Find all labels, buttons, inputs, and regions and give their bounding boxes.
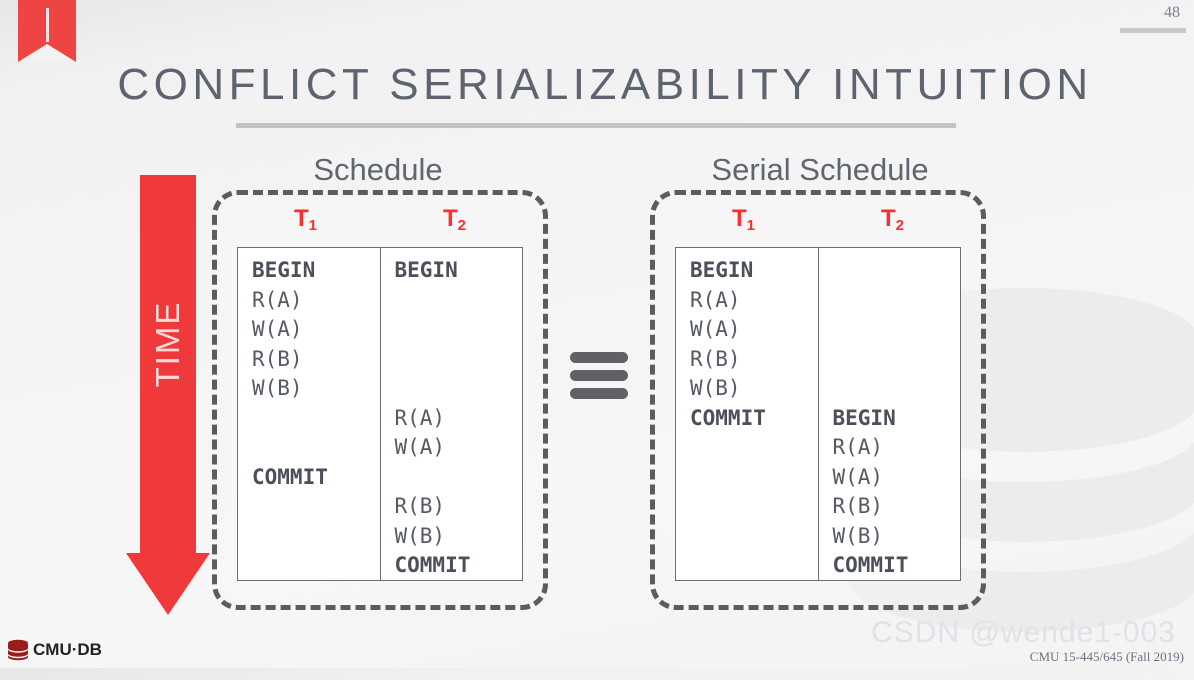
transaction-header-t1: T1 xyxy=(731,205,755,234)
transaction-header-t2: T2 xyxy=(880,205,904,234)
schedule-op-blank xyxy=(833,256,961,286)
ribbon-stripe xyxy=(46,8,49,42)
schedule-op-blank xyxy=(395,315,523,345)
schedule-op-blank xyxy=(252,522,380,552)
database-icon xyxy=(8,639,28,661)
schedule-op-blank xyxy=(690,492,818,522)
schedule-caption-left: Schedule xyxy=(313,152,443,187)
schedule-op: COMMIT xyxy=(394,553,471,577)
course-footer: CMU 15-445/645 (Fall 2019) xyxy=(1029,649,1184,664)
schedule-op-blank xyxy=(833,315,961,345)
schedule-op-blank xyxy=(252,404,380,434)
page-number: 48 xyxy=(1164,4,1180,21)
schedule-op: BEGIN xyxy=(252,258,316,282)
schedule-op-blank xyxy=(252,492,380,522)
schedule-op-blank xyxy=(833,286,961,316)
schedule-table-left: BEGIN R(A) W(A) R(B) W(B) COMMIT BEGIN R(A) W… xyxy=(237,247,523,581)
cmu-db-logo-text: CMU·DB xyxy=(33,640,102,659)
cmu-db-logo: CMU·DB xyxy=(6,638,102,662)
transaction-header-t1: T1 xyxy=(293,205,317,234)
schedule-op-blank xyxy=(690,551,818,581)
time-arrow-shaft xyxy=(140,175,196,557)
schedule-op: R(B) xyxy=(690,346,741,371)
page-title: CONFLICT SERIALIZABILITY INTUITION xyxy=(117,60,1093,109)
schedule-op-blank xyxy=(252,433,380,463)
csdn-watermark: CSDN @wende1-003 xyxy=(871,616,1176,649)
schedule-box-right: T1 T2 BEGIN R(A) W(A) R(B) W(B) COMMIT BEGIN R… xyxy=(650,190,986,610)
slide-ribbon-icon xyxy=(18,0,76,62)
schedule-op: R(B) xyxy=(832,494,884,518)
schedule-op: W(A) xyxy=(252,317,303,341)
schedule-op: R(B) xyxy=(252,346,303,371)
schedule-op-blank xyxy=(395,463,523,493)
schedule-op: W(A) xyxy=(832,464,884,489)
schedule-box-left: T1 T2 BEGIN R(A) W(A) R(B) W(B) COMMIT BEGIN… xyxy=(212,190,548,610)
schedule-op: W(B) xyxy=(394,523,446,548)
schedule-op-blank xyxy=(833,345,961,375)
schedule-column-t2: BEGIN R(A) W(A) R(B) W(B) COMMIT xyxy=(817,248,961,580)
schedule-op: COMMIT xyxy=(690,405,766,430)
schedule-op: R(A) xyxy=(690,287,741,312)
title-divider xyxy=(236,123,956,128)
schedule-op-blank xyxy=(690,522,818,552)
schedule-op-blank xyxy=(395,345,523,375)
schedule-op: BEGIN xyxy=(690,258,754,282)
schedule-column-t2: BEGIN R(A) W(A) R(B) W(B) COMMIT xyxy=(379,248,523,580)
schedule-caption-right: Serial Schedule xyxy=(711,152,929,187)
equivalent-to-icon xyxy=(570,352,628,406)
time-arrow-head-icon xyxy=(126,553,210,615)
transaction-header-t2: T2 xyxy=(442,205,466,234)
schedule-op-blank xyxy=(395,286,523,316)
schedule-op-blank xyxy=(833,374,961,404)
schedule-op: R(A) xyxy=(394,405,446,430)
schedule-op: W(B) xyxy=(252,376,303,400)
time-arrow-label: TIME xyxy=(149,300,186,388)
schedule-op: COMMIT xyxy=(832,553,909,577)
equiv-bar-1 xyxy=(570,352,628,363)
transaction-headers-right: T1 T2 xyxy=(669,205,967,243)
schedule-table-right: BEGIN R(A) W(A) R(B) W(B) COMMIT BEGIN R(A) W(A… xyxy=(675,247,961,581)
schedule-op: BEGIN xyxy=(832,405,896,430)
schedule-op-blank xyxy=(690,463,818,493)
schedule-op-blank xyxy=(395,374,523,404)
page-number-rule xyxy=(1120,28,1186,33)
schedule-op: W(B) xyxy=(690,376,741,400)
schedule-op: W(B) xyxy=(832,523,884,548)
schedule-op: R(B) xyxy=(394,494,446,518)
schedule-column-t1: BEGIN R(A) W(A) R(B) W(B) COMMIT xyxy=(238,248,380,580)
schedule-column-t1: BEGIN R(A) W(A) R(B) W(B) COMMIT xyxy=(676,248,818,580)
schedule-op: R(A) xyxy=(832,435,884,459)
schedule-op: R(A) xyxy=(252,287,303,312)
schedule-op-blank xyxy=(252,551,380,581)
equiv-bar-2 xyxy=(570,370,628,381)
transaction-headers-left: T1 T2 xyxy=(231,205,529,243)
time-arrow: TIME xyxy=(126,175,210,615)
schedule-op: COMMIT xyxy=(252,464,328,489)
schedule-op: BEGIN xyxy=(394,258,458,282)
schedule-op: W(A) xyxy=(690,317,741,341)
equiv-bar-3 xyxy=(570,388,628,399)
schedule-op: W(A) xyxy=(394,435,446,459)
schedule-op-blank xyxy=(690,433,818,463)
